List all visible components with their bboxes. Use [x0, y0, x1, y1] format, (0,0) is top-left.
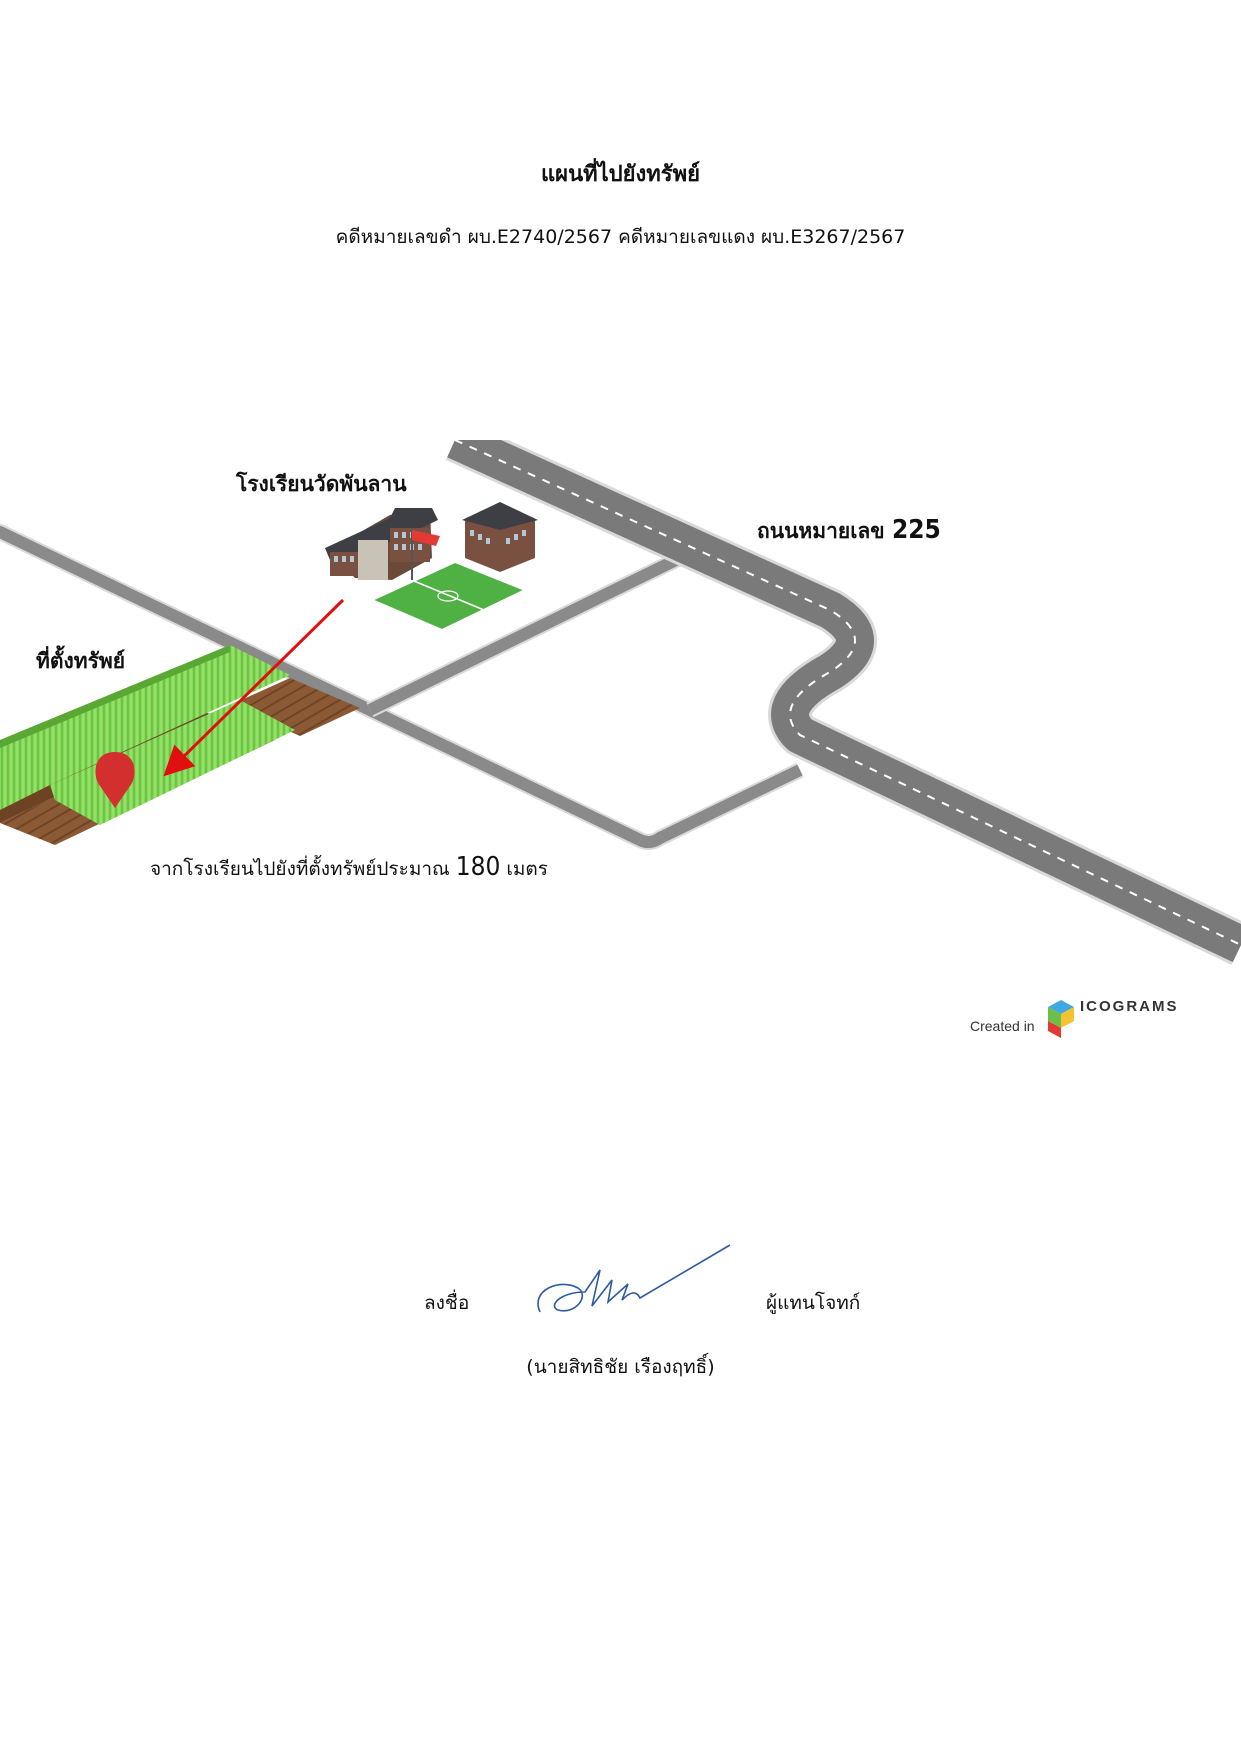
- location-map: [0, 440, 1241, 965]
- sign-label: ลงชื่อ: [424, 1292, 470, 1314]
- football-field-icon: [369, 560, 528, 632]
- credit-prefix: Created in: [970, 1018, 1035, 1034]
- distance-value: 180: [455, 852, 501, 882]
- direction-arrow: [163, 598, 345, 777]
- property-label: ที่ตั้งทรัพย์: [36, 649, 126, 673]
- signer-role: ผู้แทนโจทก์: [766, 1292, 861, 1314]
- school-building-icon: [325, 502, 538, 580]
- distance-text: จากโรงเรียนไปยังที่ตั้งทรัพย์ประมาณ: [150, 858, 450, 880]
- distance-unit: เมตร: [506, 858, 548, 880]
- page-title: แผนที่ไปยังทรัพย์: [541, 162, 700, 187]
- signer-name: (นายสิทธิชัย เรืองฤทธิ์): [526, 1356, 715, 1378]
- connector-road: [366, 550, 684, 718]
- road-label-text: ถนนหมายเลข: [757, 519, 885, 543]
- case-number-line: คดีหมายเลขดำ ผบ.E2740/2567 คดีหมายเลขแดง…: [335, 226, 906, 248]
- road-label: ถนนหมายเลข 225: [757, 515, 941, 548]
- location-pin-icon: [95, 752, 135, 808]
- handwritten-signature: [537, 1244, 731, 1313]
- credit-brand: ICOGRAMS: [1080, 998, 1179, 1015]
- highway-225: [445, 440, 1241, 965]
- school-label: โรงเรียนวัดพันลาน: [236, 472, 407, 496]
- icograms-logo-icon: [1048, 1000, 1074, 1038]
- road-number: 225: [891, 515, 941, 545]
- distance-note: จากโรงเรียนไปยังที่ตั้งทรัพย์ประมาณ 180 …: [150, 852, 548, 884]
